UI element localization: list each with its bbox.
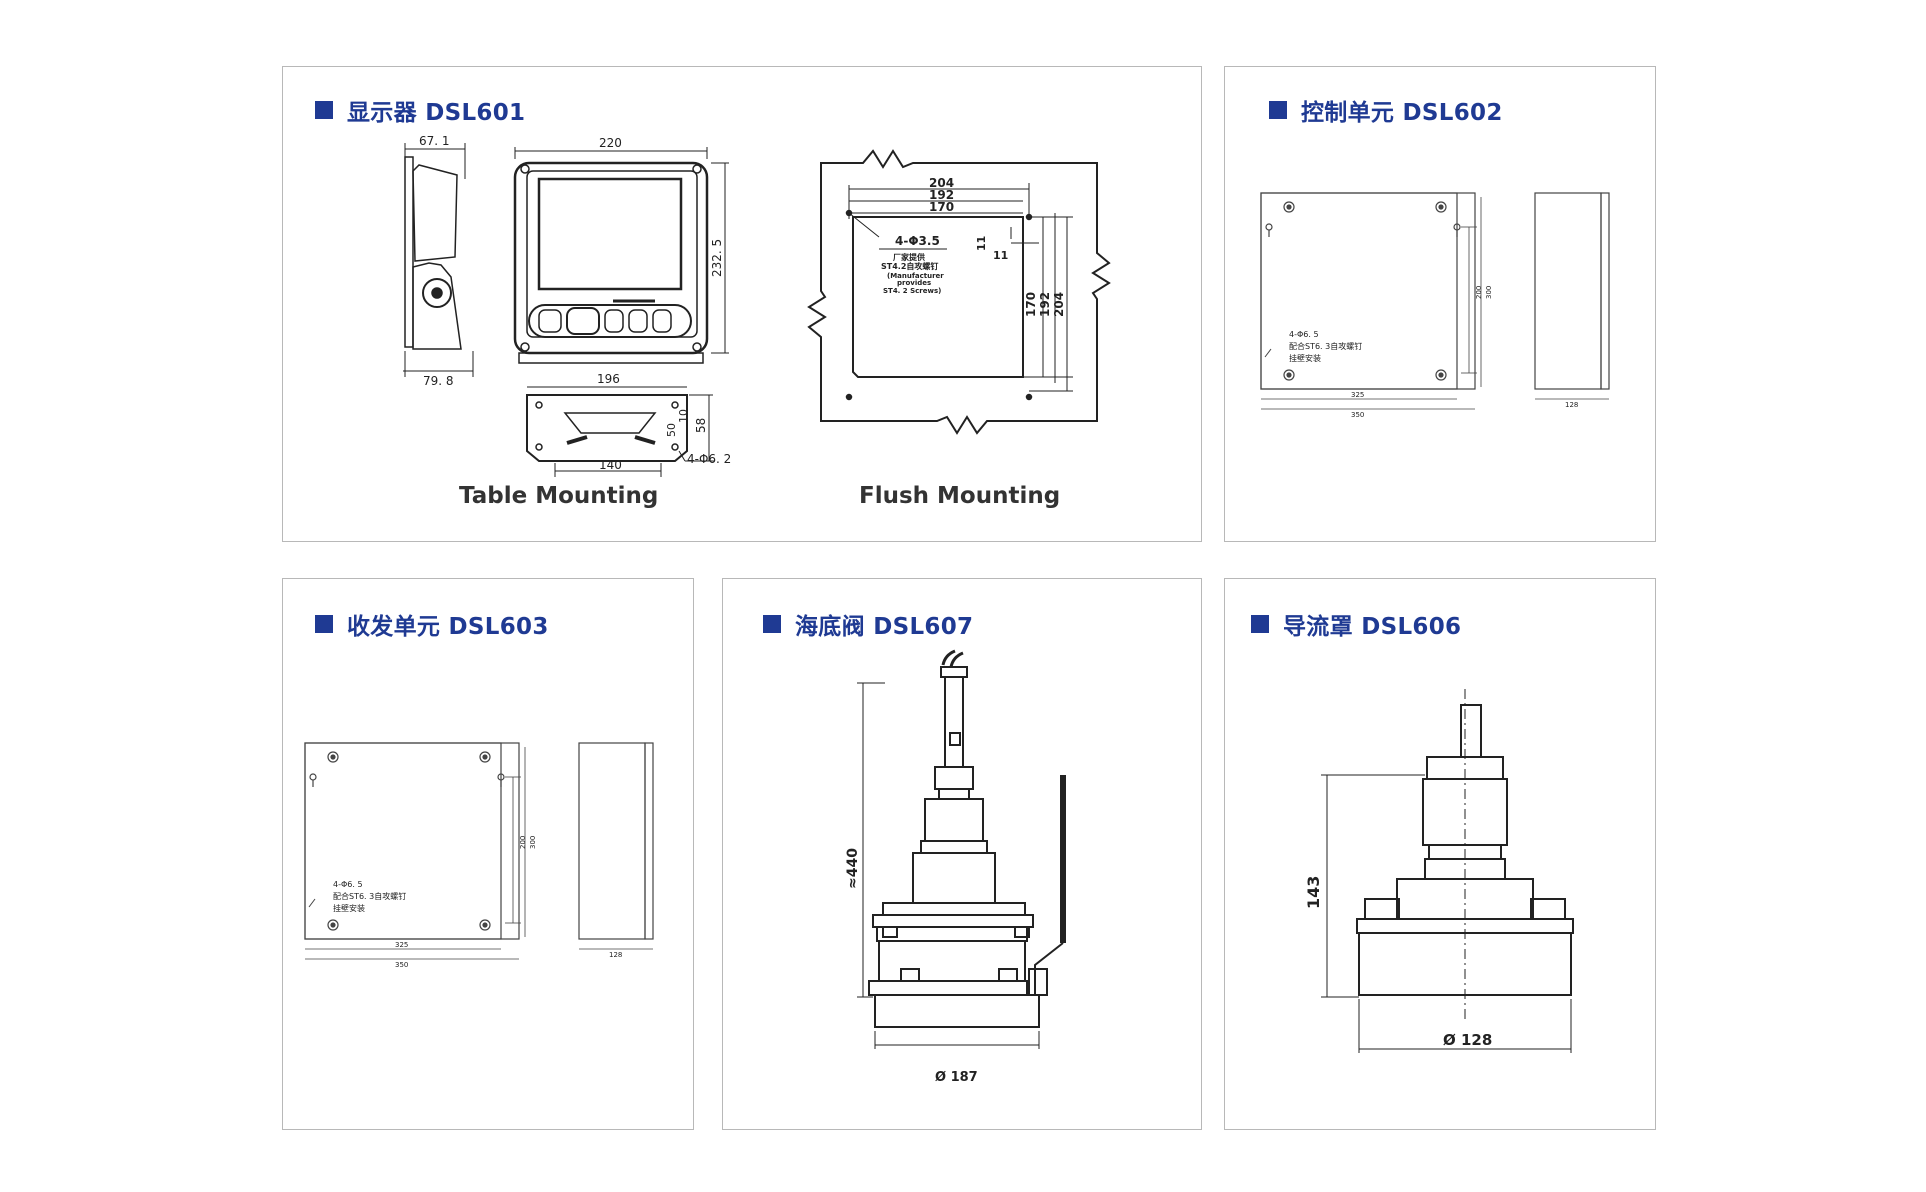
dim-bracket-h1: 10 — [677, 409, 690, 423]
dsl601-drawing: 67. 1 79. 8 220 232. 5 — [403, 134, 1111, 477]
panel-dsl606: 导流罩 DSL606 143 Ø 128 — [1224, 578, 1656, 1130]
panel-title: 显示器 DSL601 — [315, 93, 525, 127]
dim-h1: 200 — [519, 836, 527, 849]
dim-bracket-hole: 4-Φ6. 2 — [687, 452, 731, 466]
title-marker-icon — [763, 615, 781, 633]
panel-title: 海底阀 DSL607 — [763, 607, 973, 641]
note2: 挂壁安装 — [333, 903, 365, 913]
dim-height: ≈440 — [845, 848, 861, 889]
title-marker-icon — [315, 101, 333, 119]
dsl602-drawing — [1260, 192, 1610, 410]
title-marker-icon — [1251, 615, 1269, 633]
dsl603-drawing: 4-Φ6. 5 配合ST6. 3自攻螺钉 挂壁安装 325 350 200 30… — [304, 742, 654, 969]
caption-flush-mounting: Flush Mounting — [859, 483, 1061, 509]
panel-dsl603: 收发单元 DSL603 4-Φ6. 5 配合ST6. 3自攻螺钉 挂壁安装 32… — [282, 578, 694, 1130]
panel-title: 控制单元 DSL602 — [1269, 93, 1503, 127]
note-cn2: ST4.2自攻螺钉 — [881, 261, 938, 271]
title-text: 显示器 DSL601 — [347, 100, 526, 126]
panel-title: 收发单元 DSL603 — [315, 607, 549, 641]
panel-dsl607: 海底阀 DSL607 ≈440 Ø 187 — [722, 578, 1202, 1130]
flush-view — [807, 149, 1111, 435]
dim-cut-v192: 192 — [1038, 292, 1052, 317]
hole-note: 4-Φ3.5 — [895, 234, 940, 248]
dim-side-bottom: 79. 8 — [423, 374, 454, 388]
dim-cut-170: 170 — [929, 200, 954, 214]
dim-cut-v204: 204 — [1052, 292, 1066, 317]
title-text: 海底阀 DSL607 — [795, 614, 974, 640]
dsl606-drawing: 143 Ø 128 — [1304, 689, 1574, 1053]
dim-h2: 300 — [1485, 286, 1493, 299]
panel-dsl602: 控制单元 DSL602 4-Φ6. 5 配合ST6. 3自攻螺钉 挂壁安装 32… — [1224, 66, 1656, 542]
bracket-view — [526, 386, 715, 477]
dim-depth: 128 — [1565, 401, 1578, 409]
dim-cut-192: 192 — [929, 188, 954, 202]
dim-cut-11a: 11 — [975, 236, 988, 251]
dim-depth: 128 — [609, 951, 622, 959]
dim-diameter: Ø 187 — [935, 1070, 978, 1085]
title-text: 控制单元 DSL602 — [1301, 100, 1503, 126]
panel-dsl601: 显示器 DSL601 67. 1 79. 8 — [282, 66, 1202, 542]
dsl602-labels: 4-Φ6. 5 配合ST6. 3自攻螺钉 挂壁安装 325 350 200 30… — [1289, 286, 1578, 419]
dim-height: 143 — [1304, 876, 1323, 909]
dim-w2: 350 — [395, 961, 408, 969]
side-view — [403, 143, 474, 377]
title-text: 收发单元 DSL603 — [347, 614, 549, 640]
dim-side-top: 67. 1 — [419, 134, 450, 148]
note-en1: (Manufacturer — [887, 272, 944, 280]
title-marker-icon — [315, 615, 333, 633]
hole-label: 4-Φ6. 5 — [333, 880, 363, 889]
title-text: 导流罩 DSL606 — [1283, 614, 1462, 640]
hole-label: 4-Φ6. 5 — [1289, 330, 1319, 339]
caption-table-mounting: Table Mounting — [459, 483, 659, 509]
dim-h1: 200 — [1475, 286, 1483, 299]
dim-front-width: 220 — [599, 136, 622, 150]
front-view — [513, 147, 729, 364]
dim-diameter: Ø 128 — [1443, 1031, 1492, 1049]
note1: 配合ST6. 3自攻螺钉 — [333, 891, 406, 901]
dim-bracket-width: 196 — [597, 372, 620, 386]
dsl607-drawing: ≈440 Ø 187 — [845, 649, 1066, 1085]
dim-bracket-h2: 50 — [665, 423, 678, 437]
note-cn: 厂家提供 — [893, 252, 925, 262]
dim-bracket-h3: 58 — [694, 418, 708, 433]
title-marker-icon — [1269, 101, 1287, 119]
dim-cut-v170: 170 — [1024, 292, 1038, 317]
panel-title: 导流罩 DSL606 — [1251, 607, 1461, 641]
note1: 配合ST6. 3自攻螺钉 — [1289, 341, 1362, 351]
dim-front-height: 232. 5 — [710, 239, 724, 277]
dim-cut-11b: 11 — [993, 249, 1008, 262]
dim-bracket-bottom: 140 — [599, 458, 622, 472]
dim-w2: 350 — [1351, 411, 1364, 419]
dim-h2: 300 — [529, 836, 537, 849]
dim-w1: 325 — [1351, 391, 1364, 399]
note2: 挂壁安装 — [1289, 353, 1321, 363]
note-en3: ST4. 2 Screws) — [883, 287, 941, 295]
dim-cut-204: 204 — [929, 176, 954, 190]
note-en2: provides — [897, 279, 931, 287]
dim-w1: 325 — [395, 941, 408, 949]
